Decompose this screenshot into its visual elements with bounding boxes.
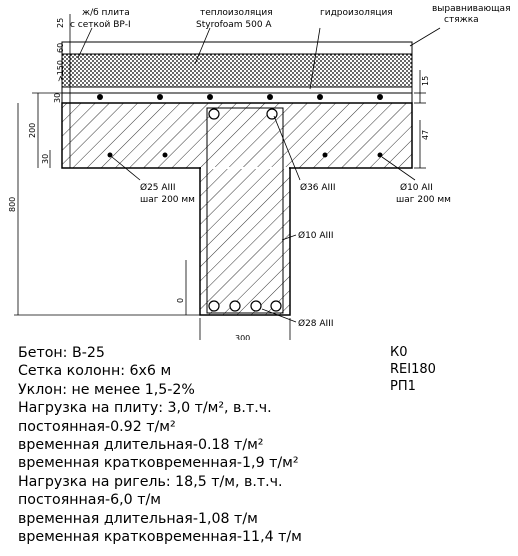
rebar-10a: Ø10 AII — [400, 182, 433, 193]
dim-47: 47 — [421, 130, 430, 140]
callout-screed-1: выравнивающая — [432, 4, 510, 14]
concrete-beam — [199, 167, 291, 316]
dim-25: 25 — [56, 18, 65, 28]
leader-lines — [77, 27, 441, 323]
beam-bottom-rebars — [208, 300, 282, 312]
screed-layer — [61, 41, 413, 55]
note-line: Нагрузка на плиту: 3,0 т/м², в.т.ч. — [18, 400, 272, 417]
rebar-36: Ø36 AIII — [300, 182, 336, 193]
note-line: Сетка колонн: 6х6 м — [18, 363, 172, 380]
left-dimensions — [14, 14, 426, 340]
dim-60: 60 — [56, 43, 65, 53]
rebar-28: Ø28 AIII — [298, 318, 334, 329]
callout-insulation-brand: Styrofoam 500 A — [196, 20, 272, 30]
code-flame-spread: РП1 — [390, 379, 416, 394]
note-line: временная длительная-1,08 т/м — [18, 510, 258, 527]
dim-300: 300 — [235, 334, 250, 340]
rebar-10a-step: шаг 200 мм — [396, 195, 451, 205]
note-line: постоянная-0.92 т/м² — [18, 418, 176, 435]
note-line: Нагрузка на ригель: 18,5 т/м, в.т.ч. — [18, 473, 283, 490]
slab-top-rebars — [97, 94, 383, 100]
rebar-10b: Ø10 AIII — [298, 230, 334, 241]
rebar-25-step: шаг 200 мм — [140, 195, 195, 205]
concrete-slab — [61, 102, 413, 169]
dim-30a: 30 — [53, 93, 62, 103]
classification-codes: К0 REI180 РП1 — [390, 344, 436, 395]
stirrup — [206, 107, 284, 314]
code-fire-resistance: REI180 — [390, 362, 436, 377]
rebar-25: Ø25 AIII — [140, 182, 176, 193]
code-fire-hazard: К0 — [390, 345, 408, 360]
leveling-screed — [61, 92, 413, 104]
callout-mesh: с сеткой ВР-I — [70, 20, 131, 30]
callout-insulation: теплоизоляция — [200, 8, 273, 18]
dim-800: 800 — [8, 197, 17, 212]
dim-15: 15 — [421, 76, 430, 86]
waterproofing-layer — [61, 86, 413, 94]
dim-0: 0 — [176, 298, 185, 303]
callout-waterproofing: гидроизоляция — [320, 8, 393, 18]
note-line: Уклон: не менее 1,5-2% — [18, 381, 195, 398]
note-line: временная кратковременная-1,9 т/м² — [18, 455, 299, 472]
design-notes: Бетон: В-25 Сетка колонн: 6х6 м Уклон: н… — [18, 344, 378, 546]
callout-slab: ж/б плита — [82, 8, 130, 18]
note-line: Бетон: В-25 — [18, 345, 105, 361]
section-drawing: ж/б плита с сеткой ВР-I теплоизоляция St… — [8, 4, 510, 340]
callout-screed-2: стяжка — [444, 15, 479, 25]
insulation-layer — [61, 53, 413, 88]
dim-150: >150 — [56, 60, 65, 82]
slab-bottom-rebars — [107, 152, 383, 158]
note-line: постоянная-6,0 т/м — [18, 492, 161, 509]
dim-200: 200 — [28, 123, 37, 138]
note-line: временная кратковременная-11,4 т/м — [18, 529, 302, 546]
note-line: временная длительная-0.18 т/м² — [18, 437, 264, 454]
dim-30b: 30 — [41, 154, 50, 164]
